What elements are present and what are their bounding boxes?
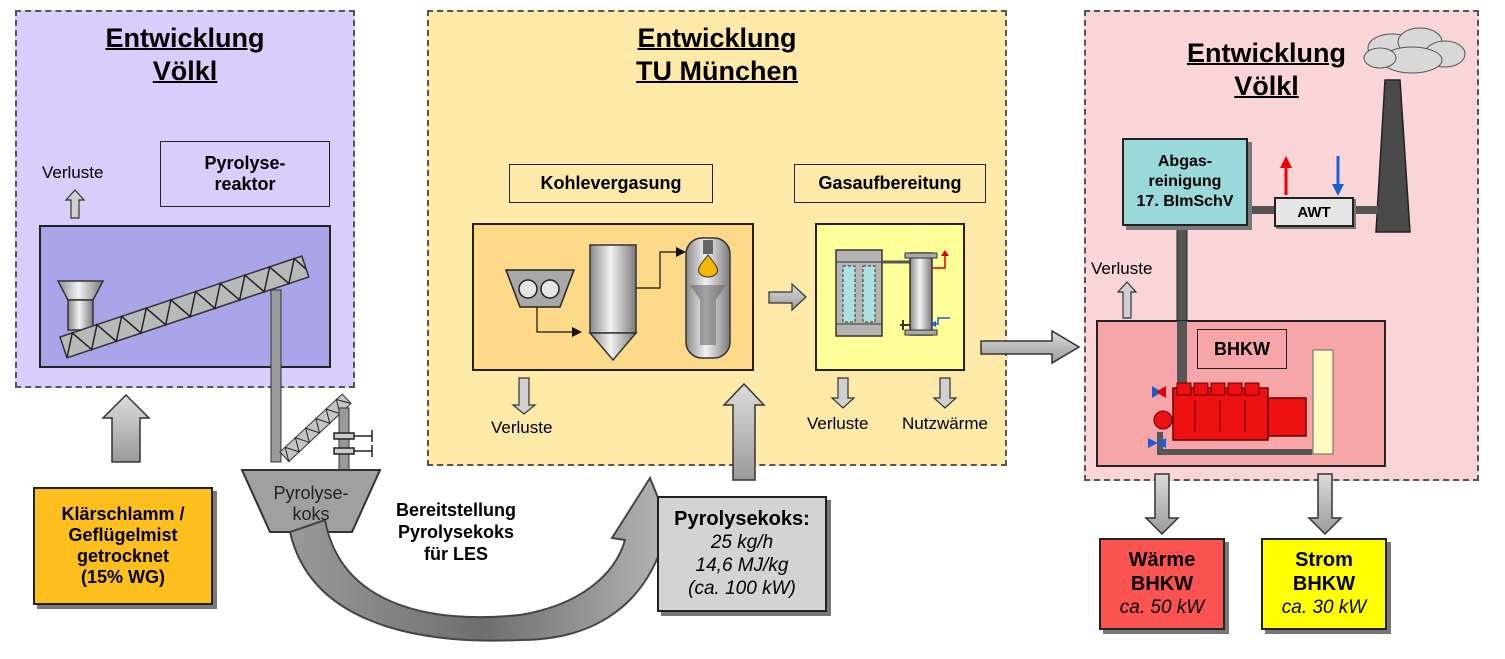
arrow-losses-treatment [830, 377, 856, 409]
label-losses-left: Verluste [42, 163, 104, 182]
coke-drop-pipe [270, 289, 282, 463]
flow-silo-gasifier [636, 251, 676, 289]
arrow-gas-to-bhkw [980, 329, 1081, 365]
awt-box: AWT [1274, 197, 1354, 227]
flow-crusher-silo [536, 307, 572, 333]
silo-icon [588, 244, 638, 362]
supply-label: Bereitstellung Pyrolysekoks für LES [395, 500, 517, 564]
chimney-cloud [1363, 27, 1466, 74]
heat-output-box: Wärme BHKW ca. 50 kW [1099, 538, 1225, 630]
bhkw-tank [1312, 349, 1334, 455]
coke-box: Pyrolysekoks: 25 kg/h 14,6 MJ/kg (ca. 10… [657, 496, 827, 612]
gasification-label: Kohlevergasung [509, 164, 713, 203]
panel-middle-title: Entwicklung TU München [636, 23, 798, 86]
arrow-losses-right [1116, 281, 1138, 319]
label-losses-treatment: Verluste [807, 414, 869, 433]
panel-left-title: Entwicklung Völkl [105, 23, 265, 86]
engine-icon [1148, 382, 1307, 448]
input-box: Klärschlamm / Geflügelmist getrocknet (1… [33, 487, 213, 605]
gasifier-icon [685, 237, 731, 359]
arrow-losses-gasification [511, 377, 537, 415]
screw-conveyor [59, 255, 310, 359]
coke-hopper [240, 469, 382, 533]
hopper-label: Pyrolyse- koks [273, 483, 349, 524]
arrow-input-up [101, 393, 151, 463]
exhaust-cleaning-box: Abgas- reinigung 17. BImSchV [1122, 138, 1248, 226]
arrow-to-power [1307, 473, 1343, 536]
feed-funnel [56, 280, 105, 331]
arrow-useful-heat [932, 377, 958, 409]
arrow-losses-left [64, 189, 86, 219]
chimney [1375, 79, 1411, 233]
lift-pipe [338, 407, 350, 475]
arrow-to-heat [1144, 473, 1180, 536]
arrow-gasification-to-treatment [768, 282, 807, 312]
label-useful-heat: Nutzwärme [902, 414, 988, 433]
crusher-icon [504, 269, 576, 308]
power-output-box: Strom BHKW ca. 30 kW [1261, 538, 1387, 630]
valve-marks [333, 430, 373, 457]
reactor-label-box: Pyrolyse- reaktor [160, 141, 330, 207]
bhkw-label: BHKW [1197, 329, 1287, 369]
panel-right-title: Entwicklung Völkl [1186, 38, 1346, 101]
label-losses-right: Verluste [1091, 259, 1153, 278]
treatment-label: Gasaufbereitung [794, 164, 986, 203]
filter-icon [835, 249, 883, 337]
heat-exchanger-icon [900, 250, 950, 336]
arrow-coke-up [722, 382, 766, 481]
label-losses-gasification: Verluste [491, 418, 553, 437]
